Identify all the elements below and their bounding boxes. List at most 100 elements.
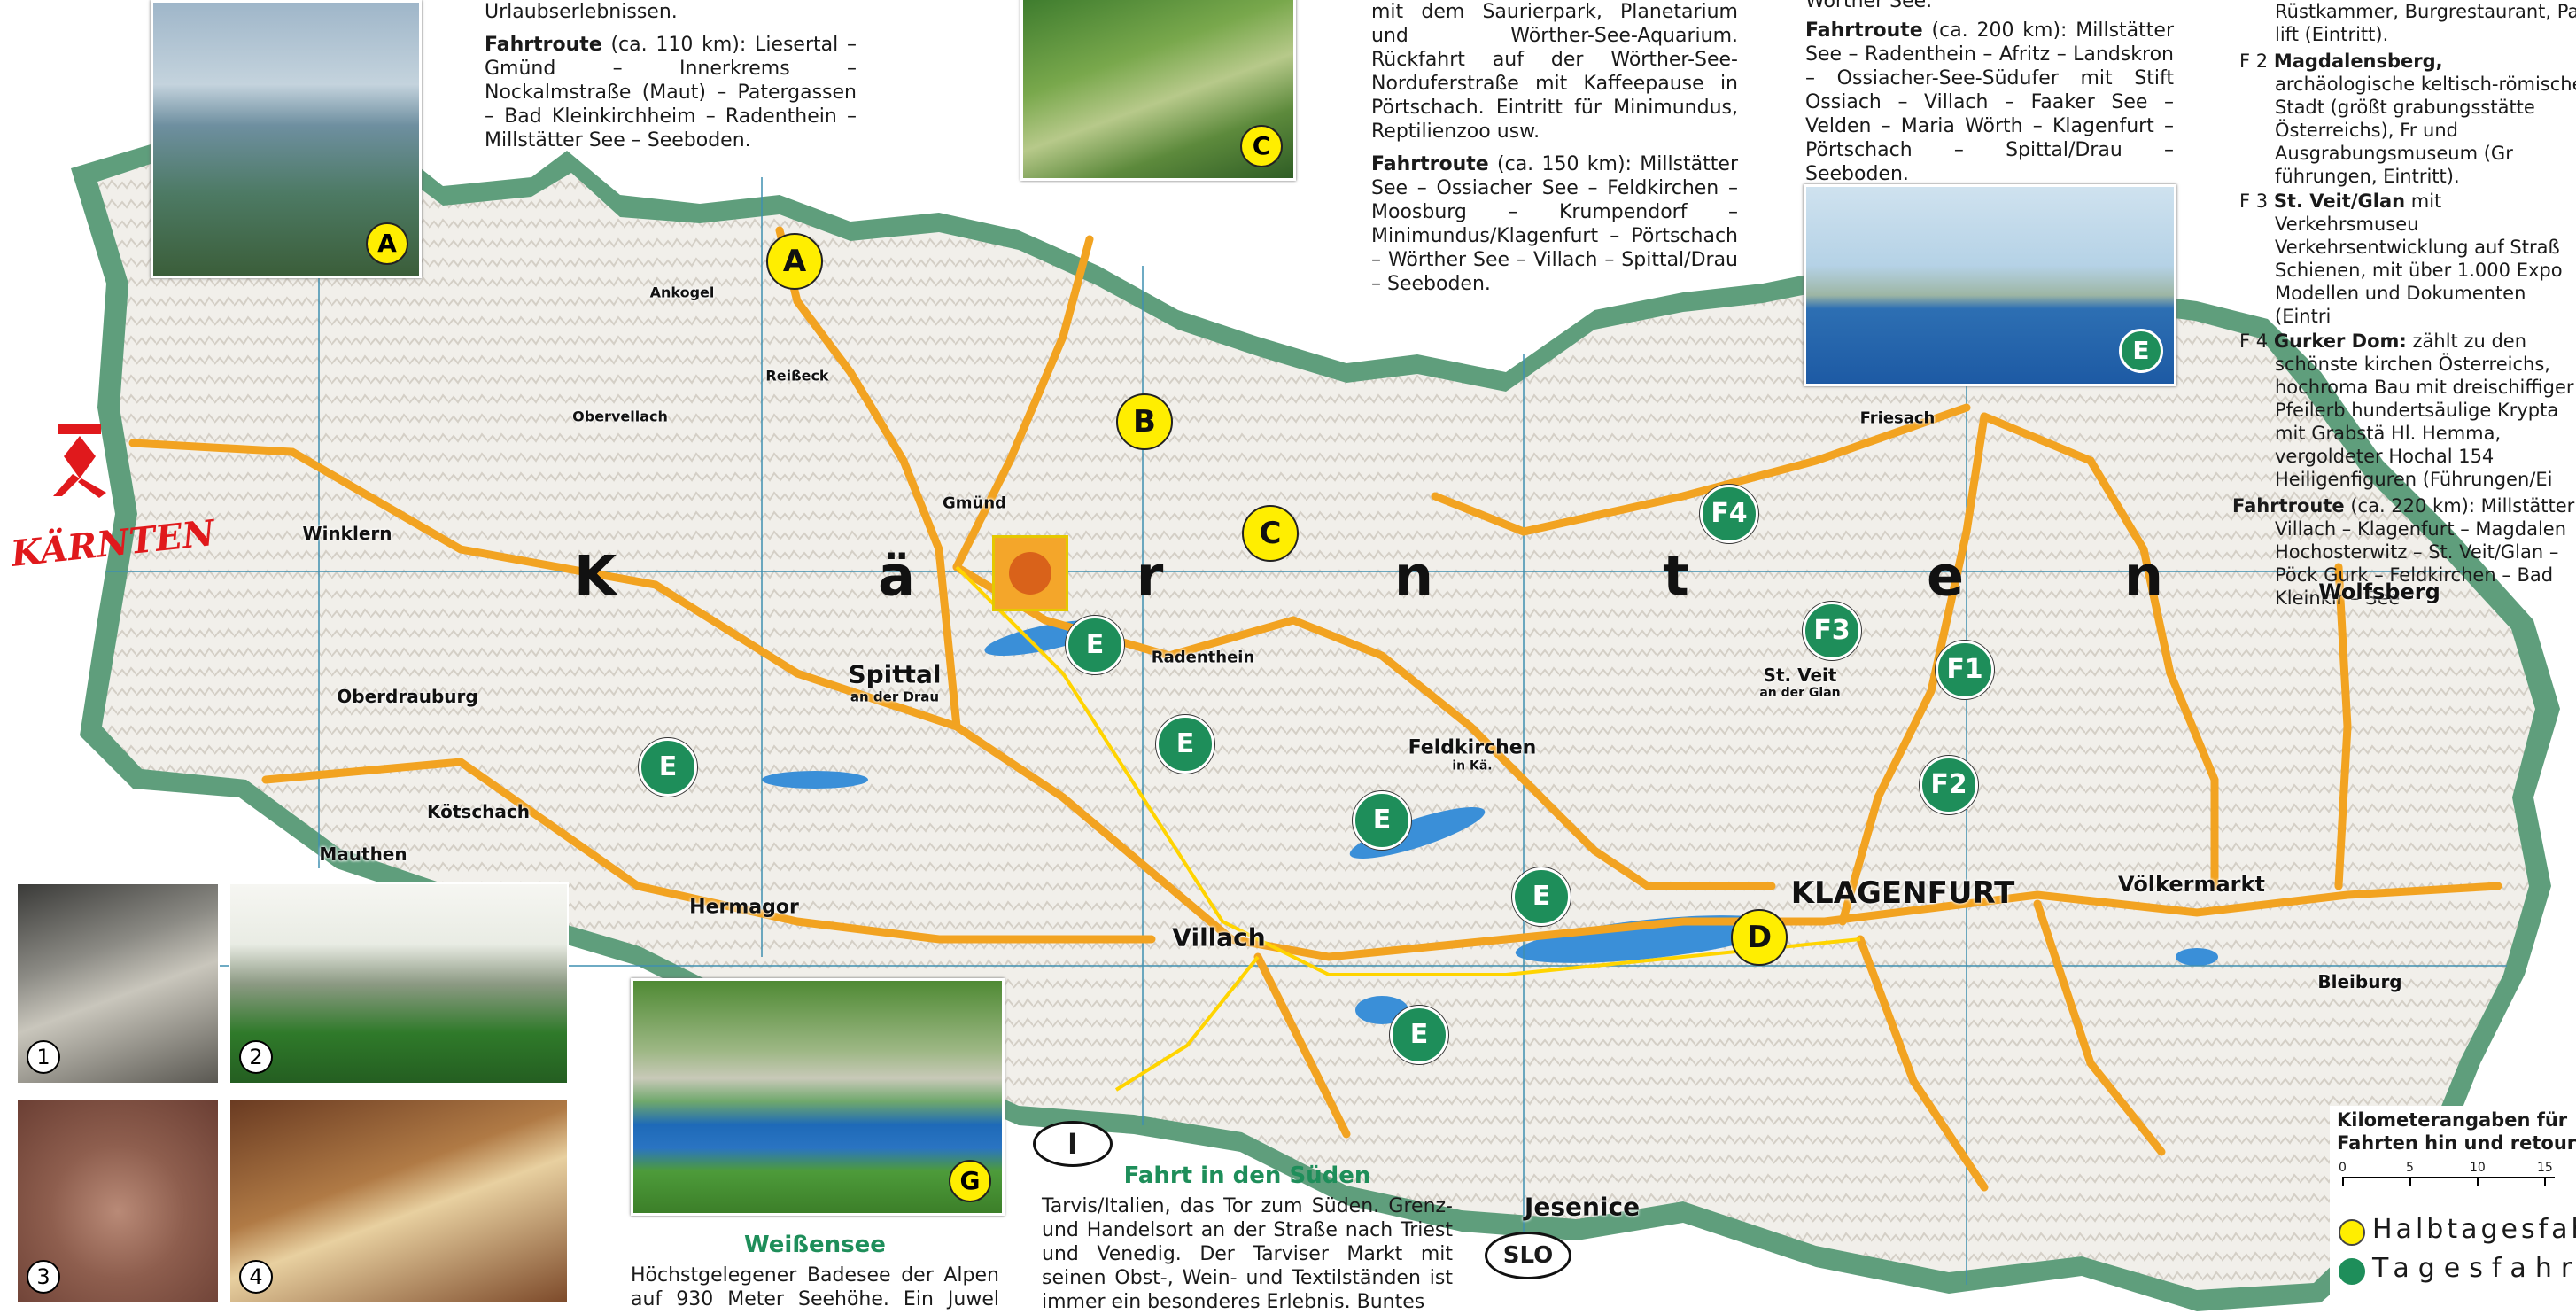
region-letter-ae: ä (878, 543, 915, 609)
f3-code: F 3 (2239, 190, 2269, 212)
photo-3: 3 (16, 1099, 220, 1304)
photo-a: A (151, 0, 422, 278)
weissensee-title: Weißensee (744, 1232, 886, 1258)
town-gmuend: Gmünd (942, 494, 1007, 513)
photo-4: 4 (229, 1099, 569, 1304)
f2-title: Magdalensberg, (2273, 51, 2443, 72)
town-st-veit: St. Veit an der Glan (1759, 665, 1841, 700)
marker-d[interactable]: D (1731, 909, 1788, 966)
photo-1: 1 (16, 882, 220, 1085)
town-winklern: Winklern (302, 523, 392, 544)
photo-c-badge: C (1240, 125, 1283, 167)
town-klagenfurt: KLAGENFURT (1790, 875, 2015, 911)
road-network (128, 226, 2502, 1192)
scale-label-5: 5 (2406, 1161, 2414, 1175)
town-bleiburg: Bleiburg (2317, 971, 2402, 992)
country-slovenia: SLO (1485, 1232, 1571, 1279)
sueden-title: Fahrt in den Süden (1123, 1162, 1371, 1189)
region-letter-n2: n (2123, 543, 2164, 609)
region-letter-n1: n (1393, 543, 1434, 609)
scale-tick-0 (2342, 1177, 2344, 1186)
region-letter-e: e (1926, 543, 1965, 609)
top-right-text: Wörther See. Fahrtroute (ca. 200 km): Mi… (1805, 0, 2174, 186)
kaernten-logo-figure (53, 424, 106, 498)
legend-day-label: Tagesfahrte (2372, 1253, 2576, 1284)
far-right-text: Rüstkammer, Burgrestaurant, Par lift (Ei… (2232, 0, 2576, 610)
legend-half-dot (2339, 1219, 2365, 1246)
country-italy: I (1033, 1121, 1113, 1167)
scale-label-15: 15 (2537, 1161, 2553, 1175)
photo-1-badge: 1 (27, 1040, 60, 1074)
f2-text: archäologische keltisch-römische Stadt (… (2275, 74, 2576, 187)
scale-tick-5 (2409, 1177, 2411, 1186)
photo-e: E (1804, 184, 2176, 386)
top-mid-para1: mit dem Saurierpark, Planetarium und Wör… (1371, 1, 1738, 143)
legend-day-dot (2339, 1258, 2365, 1285)
marker-f2[interactable]: F2 (1920, 756, 1978, 814)
marker-e-3[interactable]: E (639, 738, 697, 797)
marker-e-4[interactable]: E (1353, 791, 1411, 850)
scale-tick-10 (2477, 1177, 2479, 1186)
town-jesenice: Jesenice (1524, 1192, 1641, 1222)
weissensee-lake (762, 771, 868, 789)
far-right-line-a: Rüstkammer, Burgrestaurant, Par (2275, 1, 2576, 22)
top-mid-text: mit dem Saurierpark, Planetarium und Wör… (1371, 0, 1738, 296)
f3-text: mit Verkehrsmuseu Verkehrsentwicklung au… (2275, 190, 2563, 327)
top-right-line0: Wörther See. (1805, 0, 1933, 12)
province-land (97, 159, 2535, 1290)
top-right-route-label: Fahrtroute (1805, 19, 1923, 42)
legend: Kilometerangaben für Fahrten hin und ret… (2330, 1106, 2576, 1314)
town-mauthen: Mauthen (319, 844, 407, 865)
legend-half-label: Halbtagesfahrte (2372, 1214, 2576, 1245)
top-left-text: Urlaubserlebnissen. Fahrtroute (ca. 110 … (485, 0, 857, 152)
top-left-route-label: Fahrtroute (485, 34, 602, 56)
photo-2-badge: 2 (239, 1040, 273, 1074)
sun-symbol (992, 535, 1068, 611)
far-right-route-text: (ca. 220 km): Millstätter Villach – Klag… (2275, 495, 2575, 609)
marker-e-1[interactable]: E (1066, 616, 1124, 674)
photo-g-badge: G (949, 1160, 991, 1202)
region-letter-r: r (1136, 543, 1164, 609)
photo-a-badge: A (366, 222, 408, 265)
town-koetschach: Kötschach (426, 801, 531, 822)
photo-e-badge: E (2119, 329, 2163, 373)
region-letter-k: K (573, 543, 617, 609)
town-ankogel: Ankogel (649, 284, 715, 301)
top-left-route-text: (ca. 110 km): Liesertal – Gmünd – Innerk… (485, 34, 857, 152)
marker-b[interactable]: B (1116, 393, 1173, 450)
photo-g: G (631, 978, 1005, 1216)
marker-f3[interactable]: F3 (1803, 602, 1861, 660)
marker-f4[interactable]: F4 (1700, 485, 1758, 543)
photo-4-badge: 4 (239, 1260, 273, 1294)
marker-e-2[interactable]: E (1156, 715, 1214, 774)
marker-f1[interactable]: F1 (1936, 641, 1994, 699)
photo-3-badge: 3 (27, 1260, 60, 1294)
marker-a[interactable]: A (766, 233, 823, 290)
marker-c[interactable]: C (1242, 505, 1299, 562)
marker-e-5[interactable]: E (1512, 867, 1571, 926)
town-hermagor: Hermagor (689, 896, 799, 919)
photo-c: C (1020, 0, 1296, 181)
f3-title: St. Veit/Glan (2273, 190, 2406, 212)
f4-text: zählt zu den schönste kirchen Österreich… (2275, 330, 2574, 490)
scale-bar (2342, 1177, 2555, 1187)
klopeiner-see (2176, 948, 2218, 966)
far-right-line-b: lift (Eintritt). (2275, 24, 2389, 45)
sueden-text: Tarvis/Italien, das Tor zum Süden. Grenz… (1042, 1195, 1453, 1313)
top-mid-route-text: (ca. 150 km): Millstätter See – Ossiache… (1371, 153, 1738, 295)
top-right-route-text: (ca. 200 km): Millstätter See – Radenthe… (1805, 19, 2174, 185)
town-wolfsberg: Wolfsberg (2318, 579, 2440, 604)
f2-code: F 2 (2239, 51, 2269, 72)
scale-tick-15 (2544, 1177, 2546, 1186)
marker-e-6[interactable]: E (1390, 1006, 1448, 1064)
town-radenthein: Radenthein (1151, 648, 1255, 667)
town-friesach: Friesach (1859, 408, 1936, 428)
f4-code: F 4 (2239, 330, 2269, 352)
town-spittal: Spittal an der Drau (848, 659, 942, 705)
woerther-see (1515, 915, 1781, 963)
weissensee-text: Höchstgelegener Badesee der Alpen auf 93… (631, 1264, 999, 1314)
f4-title: Gurker Dom: (2273, 330, 2407, 352)
town-feldkirchen: Feldkirchen in Kä. (1408, 736, 1537, 774)
